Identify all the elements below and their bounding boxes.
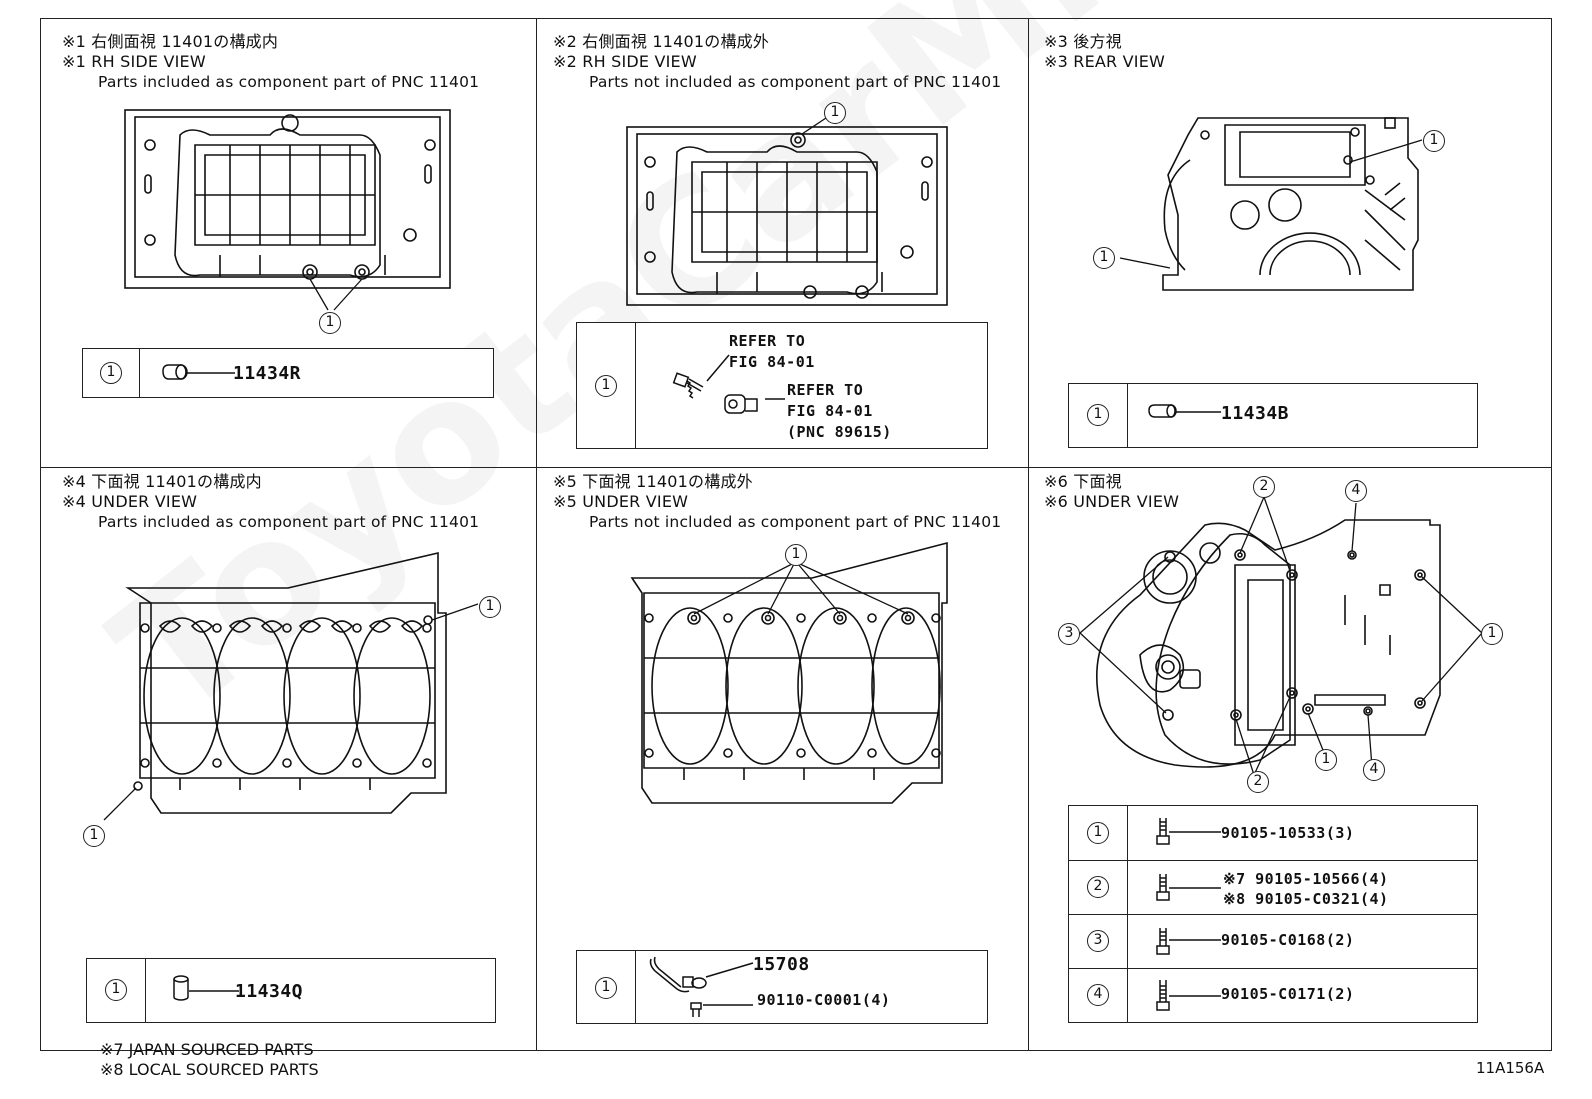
footnote-8: ※8 LOCAL SOURCED PARTS (100, 1060, 319, 1079)
panel-3-title-jp: ※3 後方視 (1044, 32, 1122, 51)
panel-1-legend: 1 11434R (82, 348, 494, 398)
panel-6-part-number-2b: ※8 90105-C0321(4) (1223, 890, 1389, 908)
panel-1-legend-index: 1 (100, 362, 122, 384)
panel-2-header: ※2 右側面視 11401の構成外 ※2 RH SIDE VIEW Parts … (553, 32, 1001, 92)
panel-6-callout-2-bottom: 2 (1247, 771, 1269, 793)
panel-3-legend: 1 11434B (1068, 383, 1478, 448)
panel-6-part-number-1: 90105-10533(3) (1221, 824, 1355, 842)
panel-2-note: Parts not included as component part of … (589, 73, 1002, 91)
panel-6-callout-4-bottom: 4 (1363, 759, 1385, 781)
panel-1-part-icon (162, 364, 235, 380)
panel-6-callout-2-top: 2 (1253, 476, 1275, 498)
panel-6-part-number-2a: ※7 90105-10566(4) (1223, 870, 1389, 888)
panel-4-callout-1-right: 1 (479, 596, 501, 618)
panel-1-note: Parts included as component part of PNC … (98, 73, 480, 91)
panel-6-callout-3: 3 (1058, 623, 1080, 645)
panel-4-under-drawing (103, 551, 479, 821)
panel-1-part-number: 11434R (233, 363, 302, 384)
panel-2-refer-2a: REFER TO (787, 381, 864, 399)
panel-4-part-icon (173, 975, 239, 1001)
panel-4-legend: 1 11434Q (86, 958, 496, 1023)
panel-5-legend-index: 1 (595, 977, 617, 999)
panel-2-legend: 1 REFER TO FIG 84-01 REFER TO FIG 84-01 … (576, 322, 988, 449)
panel-2-title-jp: ※2 右側面視 11401の構成外 (553, 32, 770, 51)
diagram-frame (40, 18, 1552, 1051)
panel-3-callout-1-upper: 1 (1423, 130, 1445, 152)
panel-5-callout-1: 1 (785, 544, 807, 566)
panel-6-callout-1-bottom: 1 (1315, 749, 1337, 771)
panel-3-part-number: 11434B (1221, 403, 1290, 424)
panel-6-header: ※6 下面視 ※6 UNDER VIEW (1044, 472, 1179, 512)
panel-4-part-number: 11434Q (235, 981, 304, 1002)
panel-1-header: ※1 右側面視 11401の構成内 ※1 RH SIDE VIEW Parts … (62, 32, 479, 92)
footnote-7: ※7 JAPAN SOURCED PARTS (100, 1040, 314, 1059)
panel-2-legend-index: 1 (595, 375, 617, 397)
panel-3-legend-index: 1 (1087, 404, 1109, 426)
panel-5-part-number-b: 90110-C0001(4) (757, 991, 891, 1009)
panel-2-rh-side-drawing (626, 117, 948, 306)
panel-4-title-en: ※4 UNDER VIEW (62, 492, 198, 511)
panel-2-title-en: ※2 RH SIDE VIEW (553, 52, 697, 71)
divider-row (40, 467, 1552, 468)
panel-6-bolt-icons (1156, 818, 1221, 1011)
panel-5-title-jp: ※5 下面視 11401の構成外 (553, 472, 753, 491)
panel-3-header: ※3 後方視 ※3 REAR VIEW (1044, 32, 1165, 72)
panel-5-legend: 1 15708 90110-C0001(4) (576, 950, 988, 1024)
panel-6-legend: 1 2 3 4 90105-10533(3) ※7 90105-10566(4)… (1068, 805, 1478, 1023)
panel-5-part-number-a: 15708 (753, 954, 810, 975)
panel-3-rear-drawing (1119, 117, 1423, 291)
panel-1-title-jp: ※1 右側面視 11401の構成内 (62, 32, 279, 51)
panel-6-legend-index-2: 2 (1087, 876, 1109, 898)
panel-5-title-en: ※5 UNDER VIEW (553, 492, 689, 511)
panel-6-legend-index-4: 4 (1087, 984, 1109, 1006)
panel-2-refer-1b: FIG 84-01 (729, 353, 815, 371)
panel-6-legend-index-3: 3 (1087, 930, 1109, 952)
panel-4-note: Parts included as component part of PNC … (98, 513, 480, 531)
panel-6-legend-index-1: 1 (1087, 822, 1109, 844)
panel-6-title-jp: ※6 下面視 (1044, 472, 1122, 491)
panel-6-part-number-3: 90105-C0168(2) (1221, 931, 1355, 949)
panel-6-callout-4-top: 4 (1345, 480, 1367, 502)
panel-2-callout-1: 1 (824, 102, 846, 124)
panel-2-refer-1a: REFER TO (729, 332, 806, 350)
panel-5-note: Parts not included as component part of … (589, 513, 1002, 531)
panel-4-callout-1-left: 1 (83, 825, 105, 847)
panel-1-callout-1: 1 (319, 312, 341, 334)
panel-2-bolt-sensor-icons (672, 354, 785, 414)
panel-2-refer-2c: (PNC 89615) (787, 423, 892, 441)
divider-col-2 (1028, 18, 1029, 1051)
panel-6-part-number-4: 90105-C0171(2) (1221, 985, 1355, 1003)
panel-6-title-en: ※6 UNDER VIEW (1044, 492, 1180, 511)
panel-3-part-icon (1148, 404, 1221, 418)
panel-6-under-drawing (1079, 496, 1483, 776)
panel-4-title-jp: ※4 下面視 11401の構成内 (62, 472, 262, 491)
panel-2-refer-2b: FIG 84-01 (787, 402, 873, 420)
panel-5-header: ※5 下面視 11401の構成外 ※5 UNDER VIEW Parts not… (553, 472, 1001, 532)
panel-5-part-icons (649, 956, 754, 1017)
panel-5-under-drawing (630, 541, 948, 804)
panel-1-rh-side-drawing (124, 109, 451, 311)
panel-1-title-en: ※1 RH SIDE VIEW (62, 52, 206, 71)
panel-6-callout-1-right: 1 (1481, 623, 1503, 645)
panel-3-callout-1-lower: 1 (1093, 247, 1115, 269)
divider-col-1 (536, 18, 537, 1051)
figure-id: 11A156A (1476, 1059, 1545, 1077)
panel-4-legend-index: 1 (105, 979, 127, 1001)
panel-4-header: ※4 下面視 11401の構成内 ※4 UNDER VIEW Parts inc… (62, 472, 479, 532)
panel-3-title-en: ※3 REAR VIEW (1044, 52, 1166, 71)
